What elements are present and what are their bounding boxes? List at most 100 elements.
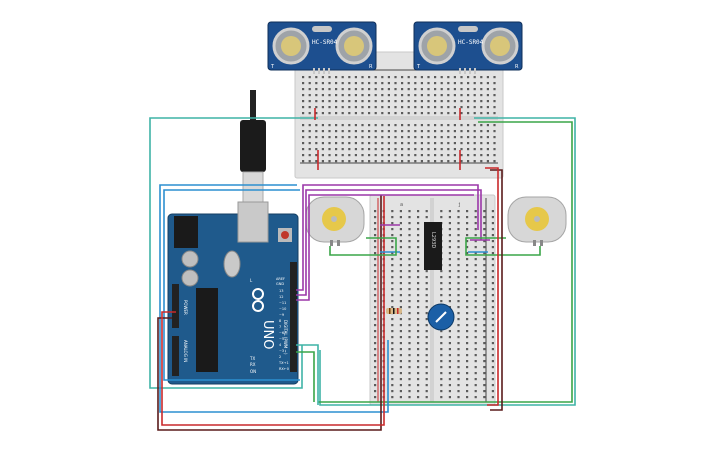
- breadboard-hole[interactable]: [483, 228, 486, 231]
- breadboard-hole[interactable]: [368, 94, 371, 97]
- breadboard-hole[interactable]: [460, 76, 463, 79]
- breadboard-hole[interactable]: [374, 124, 377, 127]
- breadboard-hole[interactable]: [447, 160, 450, 163]
- breadboard-hole[interactable]: [493, 136, 496, 139]
- breadboard-hole[interactable]: [341, 88, 344, 91]
- breadboard-hole[interactable]: [480, 100, 483, 103]
- breadboard-hole[interactable]: [408, 312, 411, 315]
- breadboard-hole[interactable]: [447, 100, 450, 103]
- breadboard-hole[interactable]: [328, 88, 331, 91]
- breadboard-hole[interactable]: [335, 82, 338, 85]
- breadboard-hole[interactable]: [374, 348, 377, 351]
- breadboard-hole[interactable]: [466, 324, 469, 327]
- breadboard-hole[interactable]: [425, 282, 428, 285]
- breadboard-hole[interactable]: [417, 210, 420, 213]
- breadboard-hole[interactable]: [486, 160, 489, 163]
- breadboard-hole[interactable]: [361, 112, 364, 115]
- breadboard-hole[interactable]: [491, 288, 494, 291]
- breadboard-hole[interactable]: [473, 106, 476, 109]
- breadboard-hole[interactable]: [457, 300, 460, 303]
- breadboard-hole[interactable]: [466, 330, 469, 333]
- breadboard-hole[interactable]: [348, 82, 351, 85]
- breadboard-hole[interactable]: [308, 130, 311, 133]
- breadboard-hole[interactable]: [491, 234, 494, 237]
- breadboard-hole[interactable]: [354, 142, 357, 145]
- breadboard-hole[interactable]: [391, 324, 394, 327]
- breadboard-hole[interactable]: [466, 282, 469, 285]
- breadboard-hole[interactable]: [391, 246, 394, 249]
- breadboard-hole[interactable]: [308, 94, 311, 97]
- breadboard-hole[interactable]: [374, 378, 377, 381]
- breadboard-hole[interactable]: [447, 88, 450, 91]
- breadboard-hole[interactable]: [417, 354, 420, 357]
- breadboard-hole[interactable]: [420, 106, 423, 109]
- breadboard-hole[interactable]: [467, 100, 470, 103]
- breadboard-hole[interactable]: [381, 94, 384, 97]
- breadboard-hole[interactable]: [420, 136, 423, 139]
- breadboard-hole[interactable]: [460, 148, 463, 151]
- breadboard-hole[interactable]: [374, 82, 377, 85]
- breadboard-hole[interactable]: [361, 160, 364, 163]
- breadboard-hole[interactable]: [328, 148, 331, 151]
- breadboard-hole[interactable]: [473, 94, 476, 97]
- breadboard-hole[interactable]: [374, 270, 377, 273]
- breadboard-hole[interactable]: [440, 378, 443, 381]
- breadboard-hole[interactable]: [466, 210, 469, 213]
- breadboard-hole[interactable]: [480, 94, 483, 97]
- breadboard-hole[interactable]: [483, 276, 486, 279]
- breadboard-hole[interactable]: [448, 384, 451, 387]
- breadboard-hole[interactable]: [374, 324, 377, 327]
- breadboard-hole[interactable]: [341, 82, 344, 85]
- breadboard-hole[interactable]: [361, 76, 364, 79]
- breadboard-hole[interactable]: [440, 384, 443, 387]
- breadboard-hole[interactable]: [302, 136, 305, 139]
- breadboard-hole[interactable]: [391, 342, 394, 345]
- breadboard-hole[interactable]: [480, 130, 483, 133]
- breadboard-hole[interactable]: [425, 276, 428, 279]
- breadboard-hole[interactable]: [417, 384, 420, 387]
- breadboard-hole[interactable]: [434, 82, 437, 85]
- breadboard-hole[interactable]: [447, 112, 450, 115]
- breadboard-hole[interactable]: [315, 88, 318, 91]
- breadboard-hole[interactable]: [453, 142, 456, 145]
- breadboard-hole[interactable]: [407, 148, 410, 151]
- breadboard-hole[interactable]: [387, 124, 390, 127]
- breadboard-hole[interactable]: [473, 154, 476, 157]
- breadboard-hole[interactable]: [368, 136, 371, 139]
- breadboard-hole[interactable]: [440, 300, 443, 303]
- breadboard-hole[interactable]: [361, 94, 364, 97]
- breadboard-hole[interactable]: [368, 112, 371, 115]
- breadboard-hole[interactable]: [407, 94, 410, 97]
- breadboard-hole[interactable]: [374, 234, 377, 237]
- breadboard-hole[interactable]: [427, 76, 430, 79]
- breadboard-hole[interactable]: [399, 390, 402, 393]
- breadboard-hole[interactable]: [440, 210, 443, 213]
- breadboard-hole[interactable]: [381, 112, 384, 115]
- breadboard-hole[interactable]: [381, 136, 384, 139]
- breadboard-hole[interactable]: [425, 270, 428, 273]
- breadboard-hole[interactable]: [434, 124, 437, 127]
- breadboard-hole[interactable]: [399, 372, 402, 375]
- breadboard-hole[interactable]: [466, 288, 469, 291]
- breadboard-hole[interactable]: [440, 124, 443, 127]
- breadboard-hole[interactable]: [408, 234, 411, 237]
- breadboard-hole[interactable]: [408, 348, 411, 351]
- breadboard-hole[interactable]: [448, 264, 451, 267]
- breadboard-hole[interactable]: [486, 154, 489, 157]
- breadboard-hole[interactable]: [491, 372, 494, 375]
- breadboard-hole[interactable]: [493, 142, 496, 145]
- breadboard-hole[interactable]: [427, 106, 430, 109]
- breadboard-hole[interactable]: [434, 76, 437, 79]
- breadboard-hole[interactable]: [391, 318, 394, 321]
- breadboard-hole[interactable]: [417, 228, 420, 231]
- breadboard-hole[interactable]: [302, 76, 305, 79]
- breadboard-hole[interactable]: [408, 342, 411, 345]
- breadboard-hole[interactable]: [391, 258, 394, 261]
- breadboard-hole[interactable]: [374, 94, 377, 97]
- breadboard-hole[interactable]: [387, 136, 390, 139]
- breadboard-hole[interactable]: [448, 276, 451, 279]
- analog-header[interactable]: [172, 336, 179, 376]
- breadboard-hole[interactable]: [408, 330, 411, 333]
- breadboard-hole[interactable]: [328, 160, 331, 163]
- breadboard-hole[interactable]: [391, 360, 394, 363]
